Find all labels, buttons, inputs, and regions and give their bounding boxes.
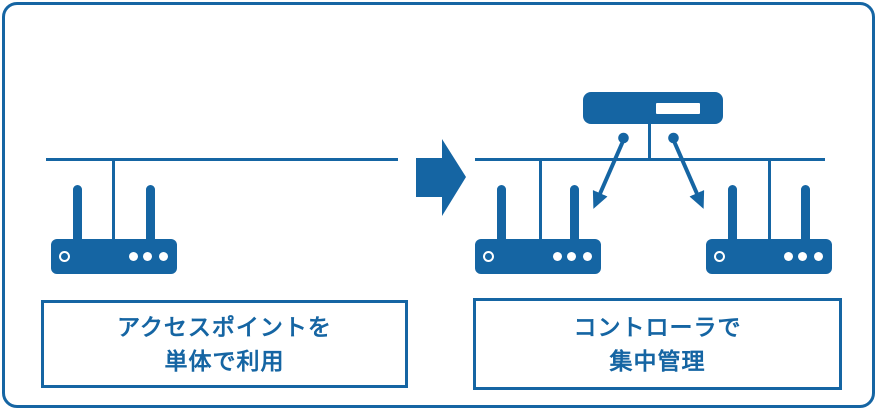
antenna-icon [801, 185, 810, 243]
controller-uplink-line [648, 122, 651, 160]
controller-icon [583, 92, 723, 124]
access-point-icon [51, 185, 177, 274]
caption-standalone: アクセスポイントを 単体で利用 [41, 300, 408, 388]
caption-line: アクセスポイントを [117, 314, 332, 340]
led-dot-icon [578, 95, 583, 100]
indicator-ring-icon [59, 251, 70, 262]
ap-uplink-line [539, 158, 542, 240]
antenna-icon [570, 185, 579, 243]
access-point-body [706, 239, 832, 274]
caption-centralized: コントローラで 集中管理 [473, 298, 842, 390]
antenna-icon [146, 185, 155, 243]
led-dot-icon [798, 252, 807, 261]
diagram-frame [2, 2, 875, 408]
caption-line: コントローラで [573, 314, 742, 340]
ap-uplink-line [112, 158, 115, 240]
antenna-icon [728, 185, 737, 243]
indicator-ring-icon [714, 251, 725, 262]
led-dot-icon [553, 252, 562, 261]
caption-line: 集中管理 [609, 348, 706, 374]
antenna-icon [497, 185, 506, 243]
access-point-body [475, 239, 601, 274]
access-point-icon [475, 185, 601, 274]
led-dot-icon [143, 252, 152, 261]
led-dot-icon [583, 252, 592, 261]
caption-line: 単体で利用 [164, 348, 285, 374]
indicator-ring-icon [483, 251, 494, 262]
led-dot-icon [129, 252, 138, 261]
access-point-icon [706, 185, 832, 274]
network-line-left [46, 158, 398, 161]
led-dot-icon [814, 252, 823, 261]
antenna-icon [73, 185, 82, 243]
ap-uplink-line [768, 158, 771, 240]
access-point-body [51, 239, 177, 274]
led-dot-icon [159, 252, 168, 261]
led-dot-icon [784, 252, 793, 261]
controller-display [656, 103, 700, 114]
led-dot-icon [567, 252, 576, 261]
